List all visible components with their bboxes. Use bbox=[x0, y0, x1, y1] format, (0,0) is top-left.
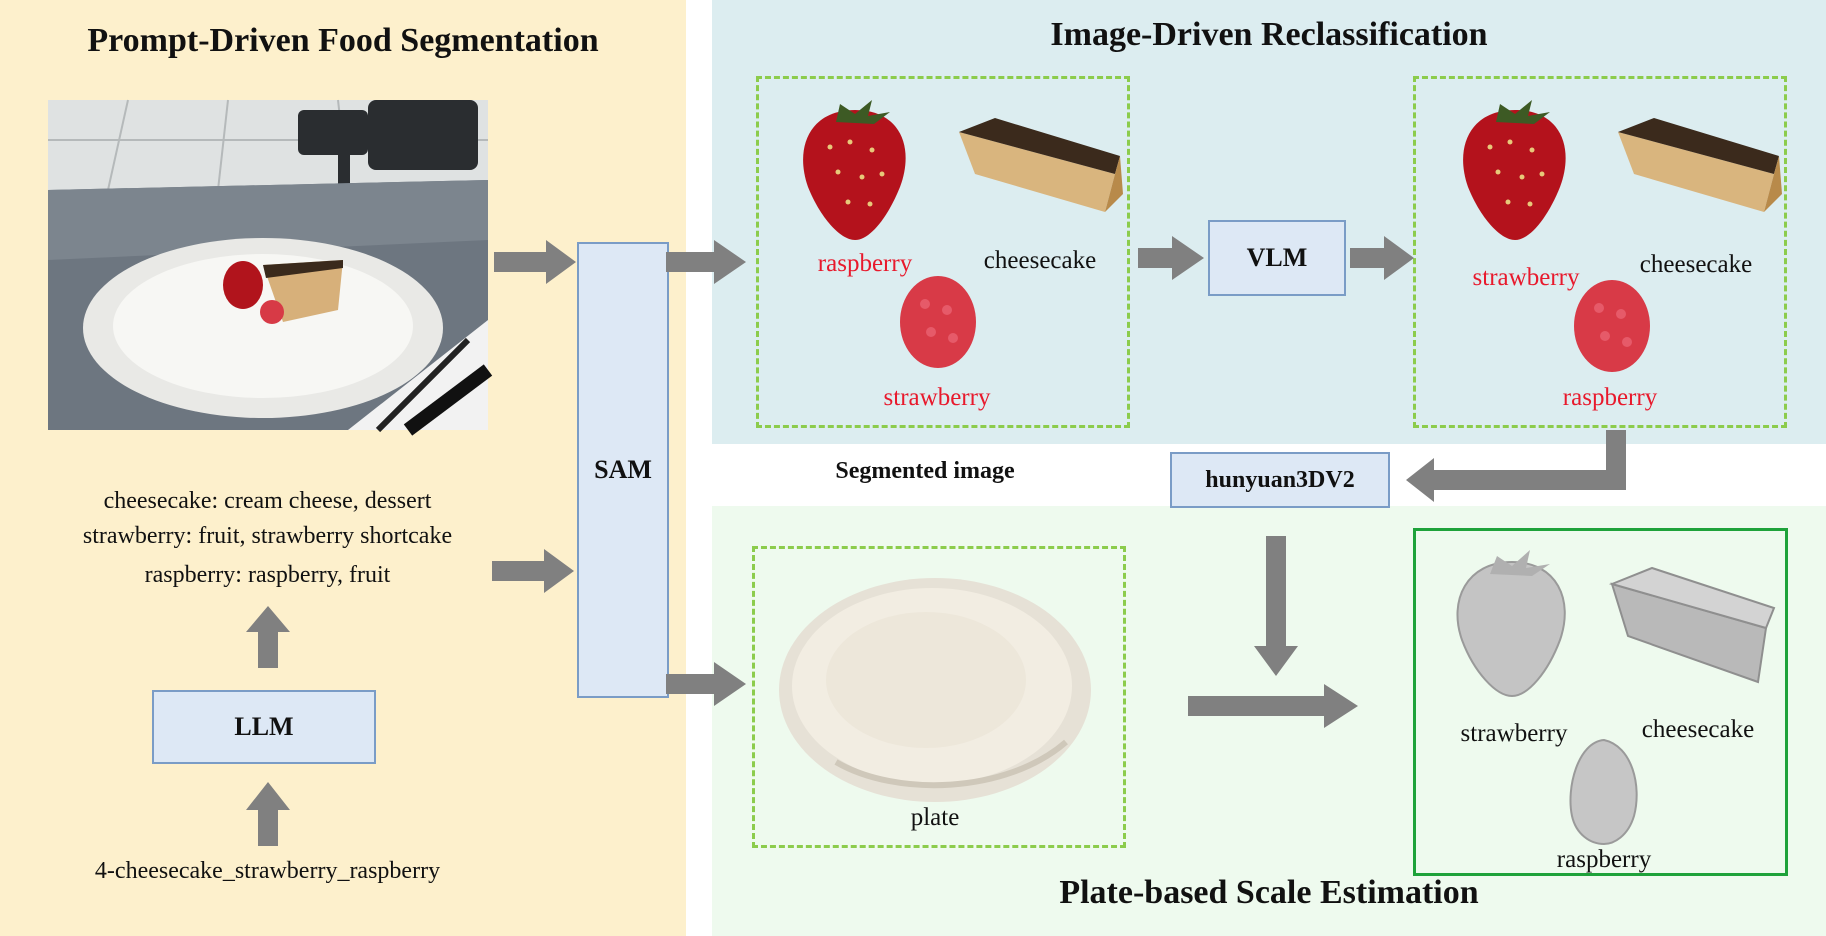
sam-label: SAM bbox=[594, 455, 652, 484]
arrow-photo-to-sam bbox=[494, 240, 576, 284]
arrow-input-to-llm bbox=[246, 782, 290, 846]
arrow-llm-to-prompts bbox=[246, 606, 290, 668]
arrow-prompts-to-sam bbox=[492, 549, 574, 593]
segmented-items-frame bbox=[756, 76, 1130, 428]
prompt-raspberry: raspberry: raspberry, fruit bbox=[144, 562, 391, 588]
vlm-box: VLM bbox=[1208, 220, 1346, 296]
left-panel-title: Prompt-Driven Food Segmentation bbox=[87, 22, 599, 59]
arrow-plate-to-3d bbox=[1188, 684, 1358, 728]
hunyuan3dv2-box: hunyuan3DV2 bbox=[1170, 452, 1390, 508]
3d-cheesecake-label: cheesecake bbox=[1641, 716, 1755, 743]
segmented-strawberry-label: strawberry bbox=[883, 384, 991, 411]
arrow-segmented-to-vlm bbox=[1138, 236, 1204, 280]
hunyuan3dv2-label: hunyuan3DV2 bbox=[1205, 466, 1355, 493]
reclassified-raspberry-image bbox=[1574, 280, 1650, 372]
plate-label: plate bbox=[910, 804, 960, 831]
arrow-sam-to-segmented bbox=[666, 240, 746, 284]
arrow-sam-to-plate bbox=[666, 662, 746, 706]
segmented-raspberry-label: raspberry bbox=[817, 250, 913, 277]
top-right-panel-title: Image-Driven Reclassification bbox=[1050, 16, 1488, 53]
plate-frame bbox=[752, 546, 1126, 848]
reclassified-strawberry-label: strawberry bbox=[1472, 264, 1580, 291]
3d-strawberry-label: strawberry bbox=[1460, 720, 1568, 747]
reclassified-items-frame bbox=[1413, 76, 1787, 428]
input-class-text: 4-cheesecake_strawberry_raspberry bbox=[94, 858, 441, 884]
input-photo bbox=[48, 99, 493, 436]
arrow-hunyuan-down bbox=[1254, 536, 1298, 676]
prompt-cheesecake: cheesecake: cream cheese, dessert bbox=[103, 488, 432, 514]
arrow-reclassified-to-hunyuan bbox=[1406, 430, 1626, 502]
sam-box: SAM bbox=[577, 242, 669, 698]
reclassified-strawberry-image bbox=[1463, 100, 1566, 240]
segmented-image-label: Segmented image bbox=[835, 458, 1015, 484]
reclassified-cheesecake-label: cheesecake bbox=[1639, 251, 1753, 278]
reclassified-cheesecake-image bbox=[1618, 118, 1782, 212]
llm-box: LLM bbox=[152, 690, 376, 764]
segmented-cheesecake-label: cheesecake bbox=[983, 247, 1097, 274]
reclassified-raspberry-label: raspberry bbox=[1562, 384, 1658, 411]
segmented-cheesecake-image bbox=[959, 118, 1123, 212]
llm-label: LLM bbox=[234, 712, 294, 741]
bottom-right-panel-title: Plate-based Scale Estimation bbox=[1059, 874, 1479, 911]
3d-raspberry-label: raspberry bbox=[1556, 846, 1652, 873]
3d-raspberry-model bbox=[1569, 738, 1638, 846]
plate-image bbox=[779, 578, 1091, 802]
3d-cheesecake-model bbox=[1608, 566, 1776, 684]
arrow-vlm-to-reclassified bbox=[1350, 236, 1414, 280]
prompt-strawberry: strawberry: fruit, strawberry shortcake bbox=[82, 523, 453, 549]
segmented-raspberry-image bbox=[900, 276, 976, 368]
segmented-strawberry-image bbox=[803, 100, 906, 240]
vlm-label: VLM bbox=[1246, 243, 1308, 272]
3d-strawberry-model bbox=[1456, 550, 1566, 698]
3d-models-frame bbox=[1413, 528, 1788, 876]
